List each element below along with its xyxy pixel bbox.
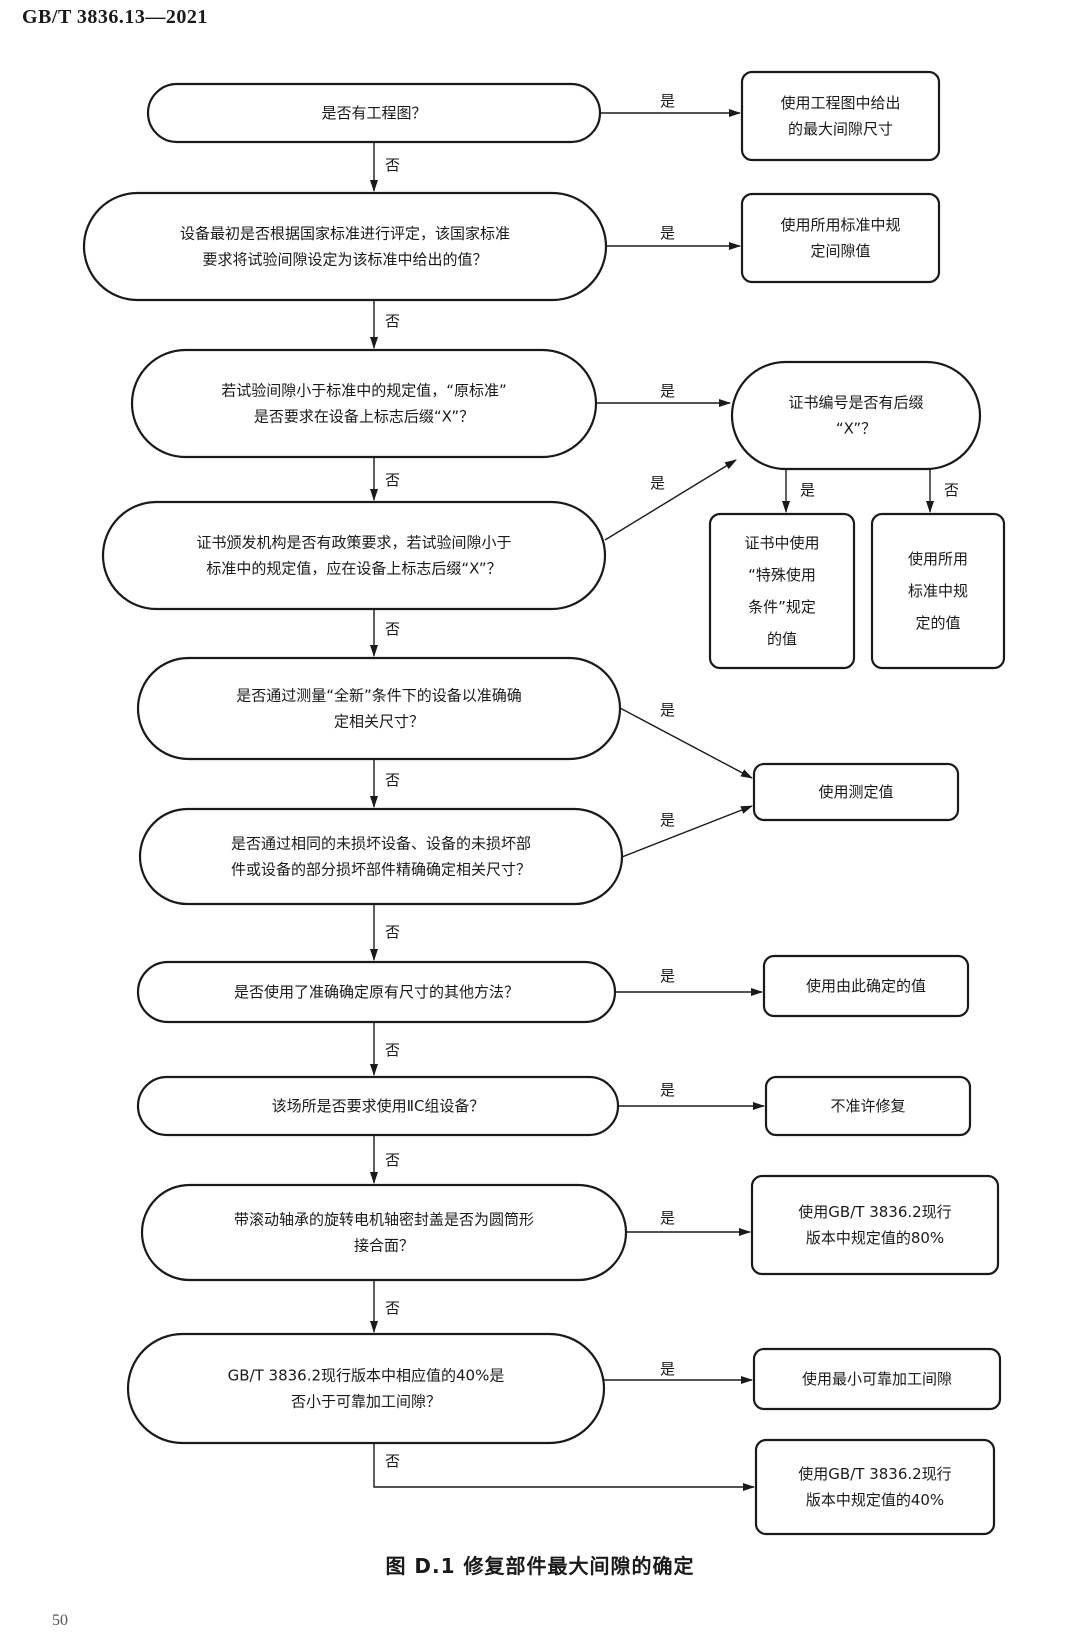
outcome-text: 使用测定值 [818,783,893,801]
page-number: 50 [52,1612,68,1629]
decision-shape [138,807,624,906]
decision-shape [101,500,607,611]
decision-node-11: 证书编号是否有后缀“X”？ [730,360,982,471]
outcome-shape [764,1075,972,1137]
outcome-node-9: 使用最小可靠加工间隙 [752,1347,1002,1411]
decision-node-7: 是否使用了准确确定原有尺寸的其他方法？ [136,960,617,1024]
decision-text: 是否通过相同的未损坏设备、设备的未损坏部件或设备的部分损坏部件精确确定相关尺寸？ [231,835,531,879]
outcome-node-5: 使用测定值 [752,762,960,822]
outcome-node-1: 使用工程图中给出的最大间隙尺寸 [740,70,941,162]
outcome-node-10: 使用GB/T 3836.2现行版本中规定值的40% [754,1438,996,1536]
decision-node-6: 是否通过相同的未损坏设备、设备的未损坏部件或设备的部分损坏部件精确确定相关尺寸？ [138,807,624,906]
outcome-node-6: 使用由此确定的值 [762,954,970,1018]
outcome-node-4: 使用所用标准中规定的值 [870,512,1006,670]
decision-shape [730,360,982,471]
decision-text: GB/T 3836.2现行版本中相应值的40%是否小于可靠加工间隙？ [228,1367,505,1411]
outcome-shape [752,762,960,822]
no-label: 否 [385,1151,400,1169]
standard-header: GB/T 3836.13—2021 [22,6,208,28]
no-label: 否 [385,923,400,941]
outcome-shape [754,1438,996,1536]
flow-arrow-4 [604,459,737,541]
no-label: 否 [385,620,400,638]
yes-label: 是 [660,811,675,829]
yes-label: 是 [660,701,675,719]
flow-arrow-20 [373,1443,755,1491]
outcome-text: 使用GB/T 3836.2现行版本中规定值的40% [798,1465,951,1509]
decision-shape [130,348,598,459]
outcome-text: 使用GB/T 3836.2现行版本中规定值的80% [798,1203,951,1247]
yes-label: 是 [660,1360,675,1378]
yes-label: 是 [660,382,675,400]
decision-shape [146,82,602,144]
outcome-node-2: 使用所用标准中规定间隙值 [740,192,941,284]
decision-node-10: GB/T 3836.2现行版本中相应值的40%是否小于可靠加工间隙？ [126,1332,606,1445]
decision-shape [136,656,622,761]
decision-shape [126,1332,606,1445]
no-label: 否 [385,1452,400,1470]
no-label: 否 [385,1299,400,1317]
decision-node-1: 是否有工程图？ [146,82,602,144]
no-label: 否 [385,156,400,174]
yes-label: 是 [660,224,675,242]
decision-text: 是否通过测量“全新”条件下的设备以准确确定相关尺寸？ [236,687,522,731]
decision-node-5: 是否通过测量“全新”条件下的设备以准确确定相关尺寸？ [136,656,622,761]
no-label: 否 [385,471,400,489]
outcome-text: 不准许修复 [830,1097,905,1115]
decision-node-4: 证书颁发机构是否有政策要求，若试验间隙小于标准中的规定值，应在设备上标志后缀“X… [101,500,607,611]
outcome-shape [740,70,941,162]
yes-label: 是 [650,474,665,492]
no-label: 否 [944,481,959,499]
decision-node-3: 若试验间隙小于标准中的规定值，“原标准”是否要求在设备上标志后缀“X”？ [130,348,598,459]
yes-label: 是 [660,1081,675,1099]
decision-shape [136,1075,620,1137]
no-label: 否 [385,312,400,330]
outcome-shape [870,512,1006,670]
outcome-node-3: 证书中使用“特殊使用条件”规定的值 [708,512,856,670]
outcome-text: 使用所用标准中规定的值 [908,550,968,632]
decision-node-8: 该场所是否要求使用ⅡC组设备？ [136,1075,620,1137]
outcome-shape [752,1347,1002,1411]
outcome-text: 使用由此确定的值 [806,977,926,995]
outcome-text: 证书中使用“特殊使用条件”规定的值 [744,534,819,648]
outcome-shape [708,512,856,670]
decision-text: 是否有工程图？ [321,104,426,122]
outcome-text: 使用最小可靠加工间隙 [802,1370,952,1388]
yes-label: 是 [660,1209,675,1227]
decision-text: 带滚动轴承的旋转电机轴密封盖是否为圆筒形接合面？ [234,1211,534,1255]
outcome-node-8: 使用GB/T 3836.2现行版本中规定值的80% [750,1174,1000,1276]
yes-label: 是 [800,481,815,499]
outcome-shape [762,954,970,1018]
yes-label: 是 [660,92,675,110]
no-label: 否 [385,1041,400,1059]
decision-shape [82,191,608,302]
decision-text: 设备最初是否根据国家标准进行评定，该国家标准要求将试验间隙设定为该标准中给出的值… [180,225,510,269]
yes-label: 是 [660,967,675,985]
outcome-shape [750,1174,1000,1276]
decision-shape [140,1183,628,1282]
flow-arrow-5 [619,707,753,779]
outcome-text: 使用所用标准中规定间隙值 [780,216,900,260]
decision-node-2: 设备最初是否根据国家标准进行评定，该国家标准要求将试验间隙设定为该标准中给出的值… [82,191,608,302]
decision-node-9: 带滚动轴承的旋转电机轴密封盖是否为圆筒形接合面？ [140,1183,628,1282]
decision-shape [136,960,617,1024]
outcome-text: 使用工程图中给出的最大间隙尺寸 [780,94,900,138]
outcome-shape [740,192,941,284]
no-label: 否 [385,771,400,789]
flowchart-diagram: 是否有工程图？ 设备最初是否根据国家标准进行评定，该国家标准要求将试验间隙设定为该… [82,70,1006,1536]
flow-arrow-6 [621,805,753,858]
decision-text: 证书颁发机构是否有政策要求，若试验间隙小于标准中的规定值，应在设备上标志后缀“X… [196,534,511,578]
decision-text: 证书编号是否有后缀“X”？ [788,394,923,438]
decision-text: 是否使用了准确确定原有尺寸的其他方法？ [234,983,519,1001]
decision-text: 该场所是否要求使用ⅡC组设备？ [272,1097,485,1115]
figure-caption: 图 D.1 修复部件最大间隙的确定 [385,1554,695,1578]
decision-text: 若试验间隙小于标准中的规定值，“原标准”是否要求在设备上标志后缀“X”？ [221,382,507,426]
outcome-node-7: 不准许修复 [764,1075,972,1137]
